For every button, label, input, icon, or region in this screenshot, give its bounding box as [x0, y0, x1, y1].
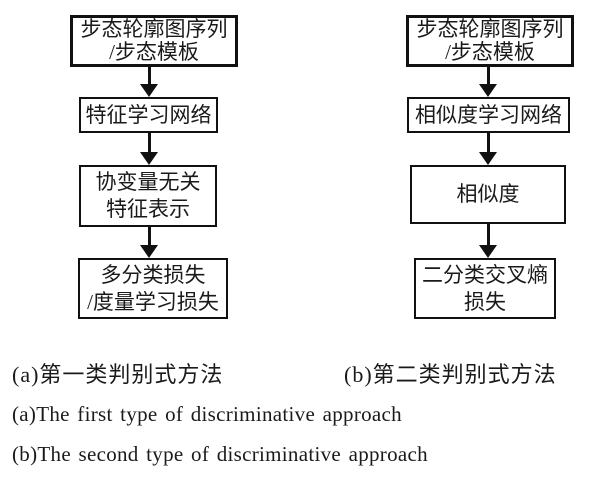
node-right-similarity: 相似度 [410, 165, 566, 224]
node-right-similarity-learning-network: 相似度学习网络 [407, 97, 570, 133]
down-arrow-icon [479, 66, 497, 97]
caption-b-chinese: (b)第二类判别式方法 [344, 362, 557, 387]
node-text-line: 相似度 [456, 182, 520, 206]
arrow-stem [486, 132, 490, 152]
node-left-feature-learning-network: 特征学习网络 [79, 97, 218, 133]
arrow-head [479, 84, 497, 97]
arrow-stem [147, 66, 151, 84]
node-right-binary-crossentropy-loss: 二分类交叉熵 损失 [414, 258, 556, 319]
node-text-line: /度量学习损失 [87, 289, 219, 314]
down-arrow-icon [140, 66, 158, 97]
caption-a-english: (a)The first type of discriminative appr… [12, 402, 402, 426]
node-left-multiclass-metric-loss: 多分类损失 /度量学习损失 [78, 258, 228, 319]
down-arrow-icon [479, 223, 497, 258]
node-left-gait-silhouette-input: 步态轮廓图序列 /步态模板 [70, 15, 238, 67]
arrow-head [479, 245, 497, 258]
node-left-covariate-invariant-feature: 协变量无关 特征表示 [79, 165, 217, 227]
node-text-line: 二分类交叉熵 [422, 262, 548, 287]
node-text-line: /步态模板 [109, 40, 199, 64]
arrow-stem [147, 226, 151, 245]
arrow-head [479, 152, 497, 165]
caption-b-english: (b)The second type of discriminative app… [12, 442, 428, 466]
node-text-line: 步态轮廓图序列 [80, 17, 228, 41]
down-arrow-icon [140, 226, 158, 258]
arrow-head [140, 84, 158, 97]
node-text-line: 特征学习网络 [85, 102, 212, 127]
node-text-line: 协变量无关 [95, 170, 201, 194]
node-text-line: 相似度学习网络 [415, 102, 562, 127]
arrow-head [140, 152, 158, 165]
node-text-line: 步态轮廓图序列 [416, 17, 564, 41]
down-arrow-icon [479, 132, 497, 165]
down-arrow-icon [140, 132, 158, 165]
node-right-gait-silhouette-input: 步态轮廓图序列 /步态模板 [406, 15, 574, 67]
arrow-stem [147, 132, 151, 152]
node-text-line: 特征表示 [106, 197, 190, 221]
node-text-line: /步态模板 [445, 40, 535, 64]
arrow-stem [486, 66, 490, 84]
arrow-head [140, 245, 158, 258]
node-text-line: 多分类损失 [100, 262, 206, 287]
arrow-stem [486, 223, 490, 245]
caption-a-chinese: (a)第一类判别式方法 [12, 362, 224, 387]
node-text-line: 损失 [464, 289, 506, 314]
